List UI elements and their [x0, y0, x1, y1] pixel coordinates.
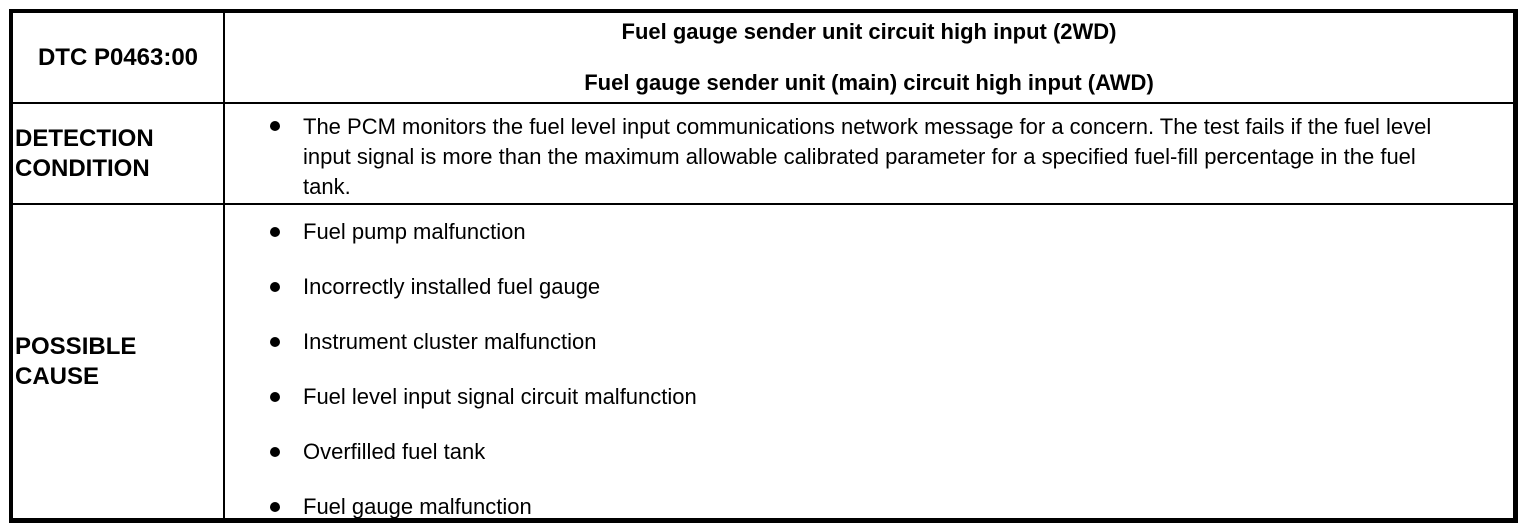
dtc-title-2wd: Fuel gauge sender unit circuit high inpu…: [621, 19, 1117, 44]
cause-item-text: Incorrectly installed fuel gauge: [303, 274, 601, 299]
possible-cause-label-cell: POSSIBLE CAUSE: [13, 205, 225, 518]
dtc-code-label: DTC P0463:00: [37, 43, 199, 71]
detection-label-line2: CONDITION: [15, 154, 150, 182]
cause-item-text: Fuel pump malfunction: [303, 219, 526, 244]
detection-bullet-item: The PCM monitors the fuel level input co…: [225, 112, 1513, 202]
bullet-icon: [270, 282, 280, 292]
cause-list-item: Fuel gauge malfunction: [225, 494, 1513, 518]
detection-bullet-text: The PCM monitors the fuel level input co…: [303, 114, 1432, 199]
cause-item-text: Instrument cluster malfunction: [303, 329, 597, 354]
cause-item-text: Overfilled fuel tank: [303, 439, 486, 464]
cause-item-text: Fuel gauge malfunction: [303, 494, 532, 518]
detection-label-line1: DETECTION: [15, 124, 154, 152]
bullet-icon: [270, 392, 280, 402]
bullet-icon: [270, 502, 280, 512]
possible-cause-body-cell: Fuel pump malfunction Incorrectly instal…: [225, 205, 1513, 518]
dtc-code-cell: DTC P0463:00: [13, 13, 225, 104]
dtc-info-table: DTC P0463:00 Fuel gauge sender unit circ…: [9, 9, 1518, 523]
cause-list-item: Instrument cluster malfunction: [225, 329, 1513, 354]
bullet-icon: [270, 337, 280, 347]
possible-cause-label-line2: CAUSE: [15, 362, 100, 390]
possible-cause-label-line1: POSSIBLE: [15, 332, 137, 360]
bullet-icon: [270, 447, 280, 457]
detection-condition-body-cell: The PCM monitors the fuel level input co…: [225, 104, 1513, 205]
dtc-title-cell: Fuel gauge sender unit circuit high inpu…: [225, 13, 1513, 104]
bullet-icon: [270, 227, 280, 237]
dtc-title-awd: Fuel gauge sender unit (main) circuit hi…: [584, 70, 1154, 95]
cause-list-item: Overfilled fuel tank: [225, 439, 1513, 464]
cause-item-text: Fuel level input signal circuit malfunct…: [303, 384, 697, 409]
cause-list-item: Fuel pump malfunction: [225, 219, 1513, 244]
detection-condition-label-cell: DETECTION CONDITION: [13, 104, 225, 205]
cause-list-item: Incorrectly installed fuel gauge: [225, 274, 1513, 299]
cause-list-item: Fuel level input signal circuit malfunct…: [225, 384, 1513, 409]
bullet-icon: [270, 121, 280, 131]
